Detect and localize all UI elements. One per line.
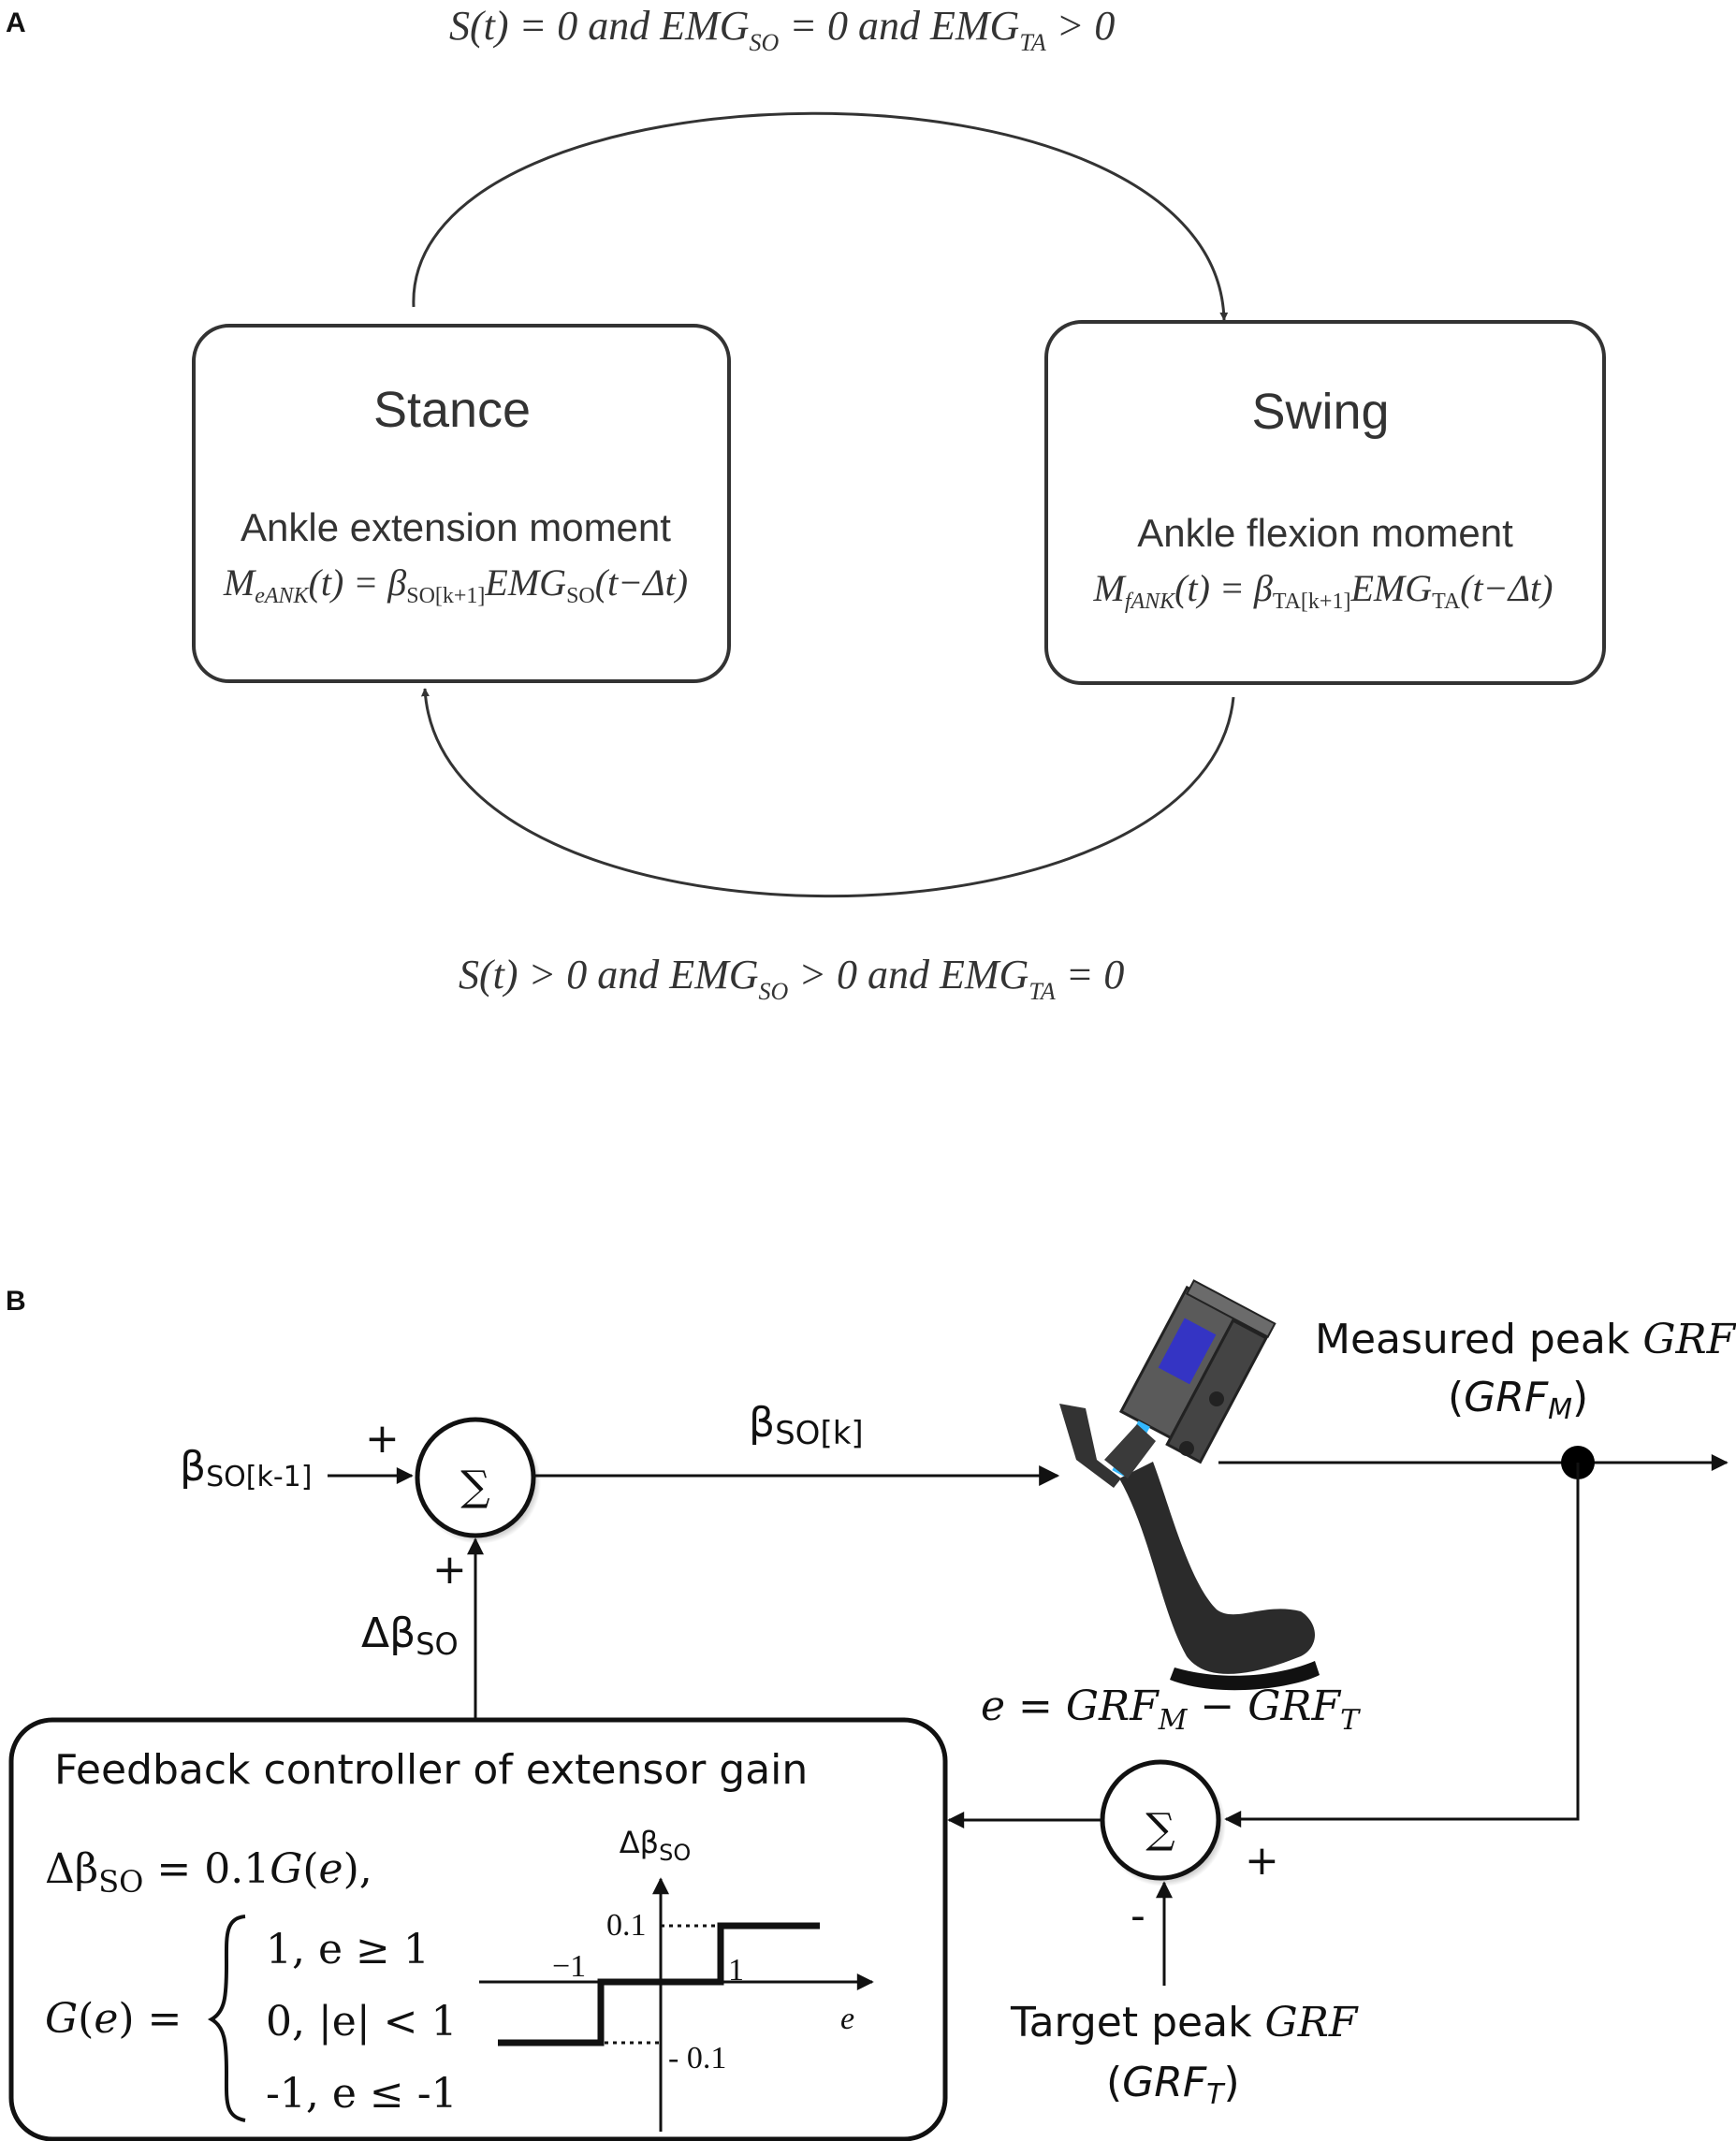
tick-label-top: 0.1 xyxy=(606,1908,647,1943)
output-beta-label: βSO[k] xyxy=(749,1399,864,1452)
piecewise-brace xyxy=(207,1915,246,2122)
case-1: 1, e ≥ 1 xyxy=(266,1926,430,1974)
swing-to-stance-arrow xyxy=(420,688,1235,898)
sum-symbol-1: ∑ xyxy=(460,1463,489,1510)
swing-title: Swing xyxy=(1251,384,1389,440)
plot-y-label: ΔβSO xyxy=(620,1825,691,1866)
target-grf-label-line2: (GRFT) xyxy=(1106,2059,1240,2111)
summing-junction-2: ∑ xyxy=(1100,1759,1226,1886)
target-grf-label-line1: Target peak GRF xyxy=(1010,1999,1359,2046)
bottom-transition-condition: S(t) > 0 and EMGSO > 0 and EMGTA = 0 xyxy=(459,952,1124,1005)
stance-state-box: Stance Ankle extension moment MeANK(t) =… xyxy=(192,324,731,683)
measured-grf-label-line1: Measured peak GRF xyxy=(1315,1316,1736,1363)
measured-grf-label-line2: (GRFM) xyxy=(1448,1374,1588,1426)
swing-subtitle: Ankle flexion moment xyxy=(1137,511,1513,555)
step-function-line xyxy=(498,1922,820,2046)
swing-state-box: Swing Ankle flexion moment MfANK(t) = βT… xyxy=(1044,320,1606,685)
feedback-path-arrow xyxy=(1224,1463,1580,1828)
plus-sign-left: + xyxy=(365,1415,400,1463)
controller-title: Feedback controller of extensor gain xyxy=(54,1746,808,1794)
top-transition-condition: S(t) = 0 and EMGSO = 0 and EMGTA > 0 xyxy=(449,3,1115,56)
tick-label-bottom: - 0.1 xyxy=(668,2041,726,2075)
summing-junction-1: ∑ xyxy=(415,1417,541,1544)
error-equation: e = GRFM − GRFT xyxy=(981,1682,1361,1737)
stance-equation: MeANK(t) = βSO[k+1]EMGSO(t−Δt) xyxy=(223,561,688,608)
case-2: 0, |e| < 1 xyxy=(266,1998,458,2046)
stance-title: Stance xyxy=(373,382,531,438)
minus-sign: - xyxy=(1131,1892,1145,1940)
feedback-controller-box: Feedback controller of extensor gain ΔβS… xyxy=(8,1717,948,2141)
panel-a-label: A xyxy=(6,7,26,38)
plus-sign-bottom: + xyxy=(432,1546,467,1594)
sum-symbol-2: ∑ xyxy=(1145,1805,1174,1853)
step-function-plot: ΔβSO 0.1 - 0.1 −1 1 e xyxy=(479,1825,874,2132)
plot-x-label: e xyxy=(840,2002,854,2036)
ankle-exoskeleton-image xyxy=(1059,1279,1320,1691)
stance-to-swing-arrow xyxy=(412,111,1229,321)
plus-sign-right: + xyxy=(1245,1837,1279,1885)
delta-beta-equation: ΔβSO = 0.1G(e), xyxy=(45,1845,372,1900)
swing-equation: MfANK(t) = βTA[k+1]EMGTA(t−Δt) xyxy=(1093,567,1554,614)
panel-b-label: B xyxy=(6,1286,26,1317)
stance-subtitle: Ankle extension moment xyxy=(241,505,671,549)
tick-label-left: −1 xyxy=(552,1949,586,1984)
tick-label-right: 1 xyxy=(728,1953,744,1988)
g-function-lhs: G(e) = xyxy=(45,1995,182,2043)
case-3: -1, e ≤ -1 xyxy=(266,2070,458,2118)
input-beta-label: βSO[k-1] xyxy=(180,1443,312,1493)
delta-beta-label: ΔβSO xyxy=(361,1609,459,1662)
